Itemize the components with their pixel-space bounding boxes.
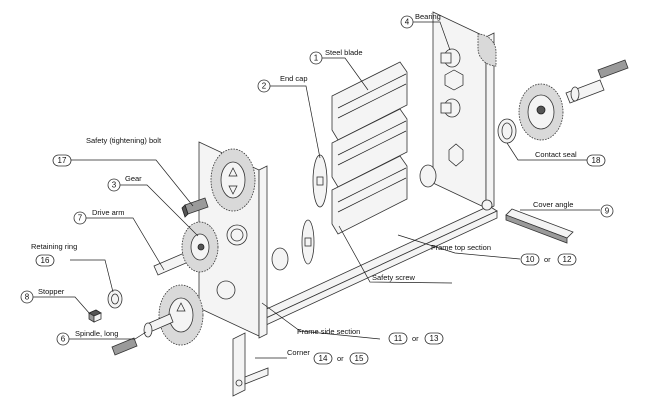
contact-seal-part: [497, 118, 517, 144]
retaining-ring-part: [107, 289, 123, 309]
end-cap-part: [301, 154, 328, 265]
callout-number: 18: [592, 156, 601, 165]
upper-gear-part: [210, 148, 256, 212]
callout-label: Spindle, long: [75, 329, 118, 338]
callout-label: Safety (tightening) bolt: [86, 136, 162, 145]
callout-label: Retaining ring: [31, 242, 77, 251]
ring-seal-part: [419, 164, 437, 188]
callout-number: 11: [394, 334, 403, 343]
callout-label: Contact seal: [535, 150, 577, 159]
callout-label: Frame top section: [431, 243, 491, 252]
callout-number: 13: [430, 334, 439, 343]
right-gear-part: [518, 83, 564, 141]
callout-number: 15: [355, 354, 364, 363]
callout-number: 1: [314, 54, 319, 63]
callout-number: 10: [526, 255, 535, 264]
callout-label: Stopper: [38, 287, 65, 296]
steel-blade-part: [331, 61, 408, 235]
callout-frame-top-section: Frame top section 10 or 12: [431, 243, 577, 266]
callout-label: Frame side section: [297, 327, 360, 336]
callout-label: Steel blade: [325, 48, 363, 57]
callout-spindle-long: 6 Spindle, long: [56, 329, 118, 346]
callout-label: Gear: [125, 174, 142, 183]
callout-number: 7: [78, 214, 83, 223]
callout-label: Safety screw: [372, 273, 416, 282]
callout-safety-screw: Safety screw: [372, 273, 416, 282]
callout-end-cap: 2 End cap: [257, 74, 308, 93]
callout-label: Bearing: [415, 12, 441, 21]
callout-frame-side-section: Frame side section 11 or 13: [297, 327, 444, 345]
callout-bearing: 4 Bearing: [400, 12, 441, 29]
corner-part: [232, 332, 269, 397]
callout-corner: Corner 14 or 15: [287, 348, 369, 365]
callout-number: 6: [61, 335, 66, 344]
callout-number: 14: [319, 354, 328, 363]
lower-gear-part: [158, 284, 204, 346]
callout-or: or: [412, 334, 419, 343]
callout-number: 8: [25, 293, 30, 302]
callout-number: 12: [563, 255, 572, 264]
callout-contact-seal: 18 Contact seal: [535, 150, 606, 167]
callout-stopper: 8 Stopper: [20, 287, 65, 304]
callout-label: Corner: [287, 348, 310, 357]
cover-angle-part: [505, 208, 574, 244]
callout-retaining-ring: 16 Retaining ring: [31, 242, 77, 267]
frame-top-section-part: [257, 205, 498, 326]
callout-number: 9: [605, 207, 610, 216]
ring-seal-part: [271, 247, 289, 271]
callout-label: End cap: [280, 74, 308, 83]
callout-or: or: [544, 255, 551, 264]
callout-number: 17: [58, 156, 67, 165]
callout-or: or: [337, 354, 344, 363]
callout-label: Drive arm: [92, 208, 125, 217]
right-spindle-part: [565, 59, 629, 104]
callout-number: 2: [262, 82, 267, 91]
safety-bolt-part: [181, 197, 209, 218]
callout-safety-bolt: 17 Safety (tightening) bolt: [52, 136, 162, 167]
leader-lines: [32, 21, 600, 359]
bearing-part: [440, 48, 461, 118]
callout-cover-angle: 9 Cover angle: [533, 200, 614, 218]
stopper-part: [88, 309, 102, 323]
callout-number: 3: [112, 181, 117, 190]
callout-number: 16: [41, 256, 50, 265]
callout-label: Cover angle: [533, 200, 573, 209]
callout-drive-arm: 7 Drive arm: [73, 208, 125, 225]
drive-arm-part: [153, 221, 219, 276]
callout-steel-blade: 1 Steel blade: [309, 48, 363, 65]
spindle-long-part: [111, 313, 174, 356]
callout-number: 4: [405, 18, 410, 27]
callout-gear: 3 Gear: [107, 174, 142, 192]
